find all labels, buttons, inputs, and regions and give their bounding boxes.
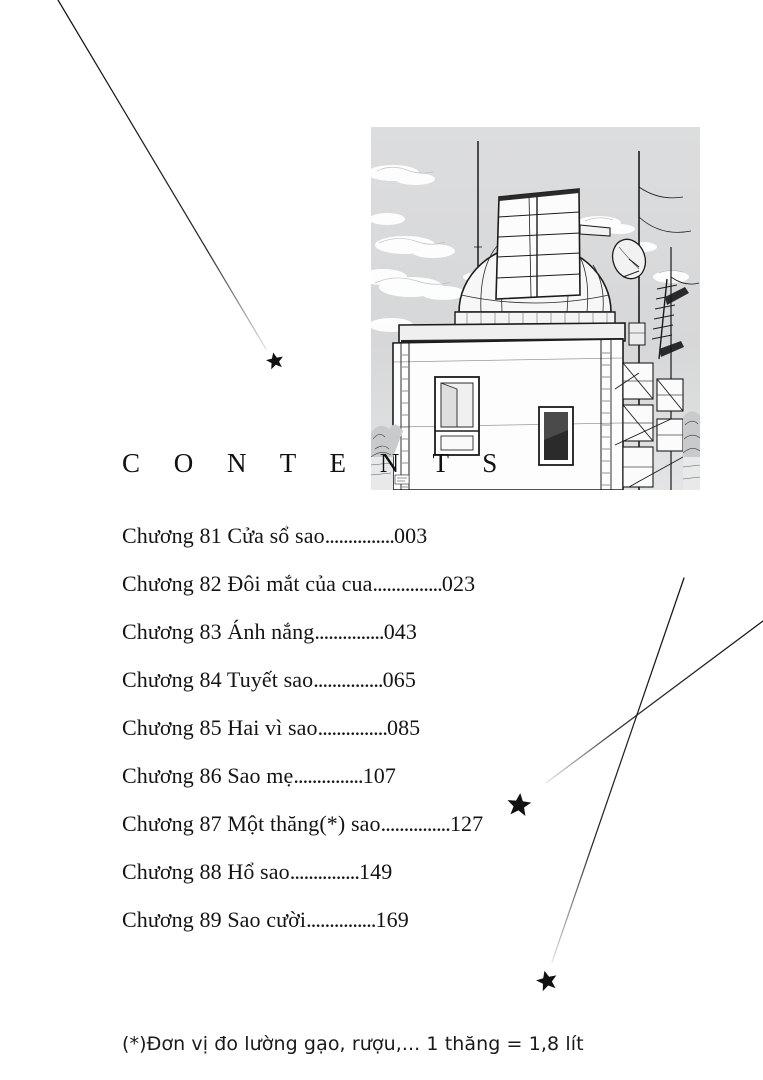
observatory-building <box>392 322 626 490</box>
chapter-page-number: 003 <box>394 523 428 548</box>
leader-dots: ............... <box>380 811 451 836</box>
leader-dots: ............... <box>306 907 376 932</box>
chapter-page-number: 023 <box>441 571 476 596</box>
leader-dots: ............... <box>372 571 443 596</box>
list-item[interactable]: Chương 86 Sao mẹ...............107 <box>122 759 592 807</box>
chapter-page-number: 149 <box>359 859 393 884</box>
star-upper-left <box>265 352 283 370</box>
list-item[interactable]: Chương 83 Ánh nắng...............043 <box>122 615 592 663</box>
antenna-tower <box>611 151 700 490</box>
chapter-title: Chương 82 Đôi mắt của cua <box>122 571 373 596</box>
chapter-page-number: 169 <box>375 907 409 932</box>
chapter-list: Chương 81 Cửa sổ sao...............003 C… <box>122 519 592 951</box>
leader-dots: ............... <box>324 523 395 548</box>
leader-dots: ............... <box>314 619 384 644</box>
chapter-title: Chương 85 Hai vì sao <box>122 715 318 740</box>
distant-scenery <box>371 411 700 490</box>
list-item[interactable]: Chương 81 Cửa sổ sao...............003 <box>122 519 592 567</box>
chapter-page-number: 085 <box>386 715 421 740</box>
chapter-page-number: 127 <box>449 811 484 836</box>
chapter-page-number: 043 <box>383 619 418 644</box>
chapter-title: Chương 83 Ánh nắng <box>122 619 315 644</box>
chapter-title: Chương 88 Hổ sao <box>122 859 290 884</box>
list-item[interactable]: Chương 89 Sao cười...............169 <box>122 903 592 951</box>
list-item[interactable]: Chương 87 Một thăng(*) sao..............… <box>122 807 592 855</box>
chapter-title: Chương 87 Một thăng(*) sao <box>122 811 381 836</box>
chapter-title: Chương 86 Sao mẹ <box>122 763 294 788</box>
dome-shutter <box>495 188 611 300</box>
star-lower-right <box>536 970 557 992</box>
window-right <box>538 406 574 466</box>
wall-sign <box>394 474 410 485</box>
footnote-text: (*)Đơn vị đo lường gạo, rượu,... 1 thăng… <box>122 1033 584 1055</box>
leader-dots: ............... <box>289 859 360 884</box>
list-item[interactable]: Chương 82 Đôi mắt của cua...............… <box>122 567 592 615</box>
observatory-dome <box>454 188 616 326</box>
observatory-photo-panel <box>371 127 700 490</box>
leader-dots: ............... <box>293 763 363 788</box>
list-item[interactable]: Chương 84 Tuyết sao...............065 <box>122 663 592 711</box>
window-left <box>434 376 480 456</box>
chapter-title: Chương 84 Tuyết sao <box>122 667 314 692</box>
chapter-title: Chương 81 Cửa sổ sao <box>122 523 325 548</box>
trail-upper-left <box>57 0 267 350</box>
leader-dots: ............... <box>313 667 383 692</box>
chapter-page-number: 107 <box>362 763 397 788</box>
list-item[interactable]: Chương 85 Hai vì sao...............085 <box>122 711 592 759</box>
list-item[interactable]: Chương 88 Hổ sao...............149 <box>122 855 592 903</box>
page-title: C O N T E N T S <box>122 448 511 478</box>
chapter-title: Chương 89 Sao cười <box>122 907 307 932</box>
observatory-illustration <box>371 127 700 490</box>
chapter-page-number: 065 <box>382 667 416 692</box>
satellite-dish <box>611 238 647 280</box>
leader-dots: ............... <box>317 715 388 740</box>
